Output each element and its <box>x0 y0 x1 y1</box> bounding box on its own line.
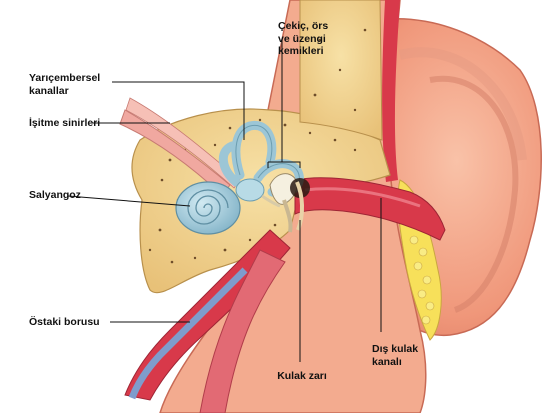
label-eustachian-tube: Östaki borusu <box>29 316 100 328</box>
ear-canal-tube <box>294 177 446 241</box>
label-ear-canal: Dış kulak kanalı <box>372 343 419 368</box>
label-ossicles: Çekiç, örs ve üzengi kemikleri <box>278 20 329 57</box>
cochlea-body <box>175 181 241 235</box>
label-eardrum: Kulak zarı <box>277 370 327 382</box>
ossicles-shape <box>261 173 298 233</box>
cochlea-spiral <box>187 189 229 225</box>
pinna-inner-fold <box>429 75 519 313</box>
eardrum-shape <box>295 181 304 231</box>
label-semicircular-canals: Yarıçembersel kanallar <box>29 72 101 97</box>
eustachian-tube-blue <box>128 267 248 400</box>
neck-vessel <box>199 249 286 413</box>
label-auditory-nerves: İşitme sinirleri <box>29 117 101 129</box>
leader-lines <box>67 40 382 362</box>
vessel-band <box>382 0 400 182</box>
label-cochlea: Salyangoz <box>29 189 81 201</box>
pinna-rim <box>398 47 527 161</box>
ear-canal-highlight <box>304 187 421 208</box>
vestibule <box>235 178 265 202</box>
